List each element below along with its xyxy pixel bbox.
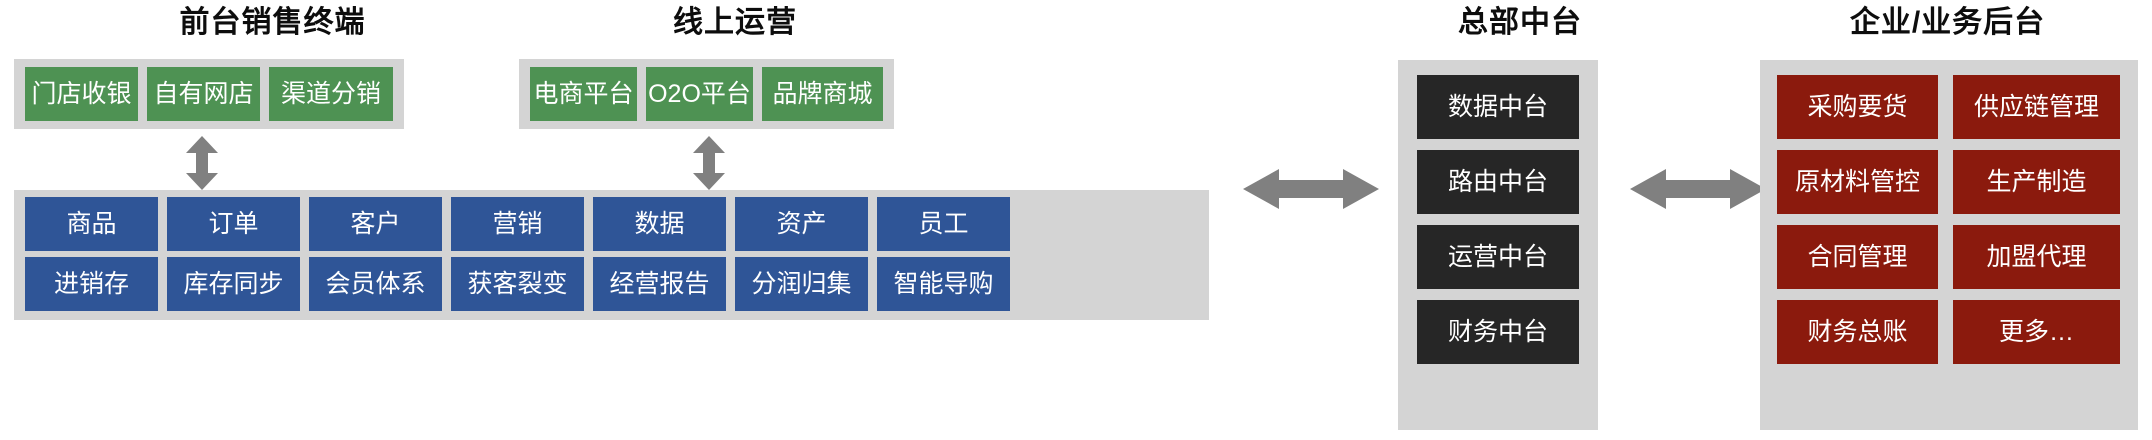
backend-tile-yuancailiao-guankong[interactable]: 原材料管控: [1777, 150, 1938, 214]
backend-tile-hetong-guanli[interactable]: 合同管理: [1777, 225, 1938, 289]
channel-tile-dianshang-pingtai[interactable]: 电商平台: [530, 67, 637, 121]
channel-tile-mendian-shouyin[interactable]: 门店收银: [25, 67, 138, 121]
channel-tile-ziyou-wangdian[interactable]: 自有网店: [147, 67, 260, 121]
capability-tile-yingxiao[interactable]: 营销: [451, 197, 584, 251]
capability-tile-zichan[interactable]: 资产: [735, 197, 868, 251]
capability-tile-yuangong[interactable]: 员工: [877, 197, 1010, 251]
backend-tile-caiwu-zongzhang[interactable]: 财务总账: [1777, 300, 1938, 364]
capability-tile-huoke-liebian[interactable]: 获客裂变: [451, 257, 584, 311]
capability-tile-kehu[interactable]: 客户: [309, 197, 442, 251]
capability-tile-fenrun-guiji[interactable]: 分润归集: [735, 257, 868, 311]
hq-tile-yunying-zhongtai[interactable]: 运营中台: [1417, 225, 1579, 289]
hq-tile-luyou-zhongtai[interactable]: 路由中台: [1417, 150, 1579, 214]
capability-tile-shuju[interactable]: 数据: [593, 197, 726, 251]
channel-tile-o2o-pingtai[interactable]: O2O平台: [646, 67, 753, 121]
horizontal-double-arrow-hq-to-backend: [1630, 164, 1766, 214]
backend-tile-gongyinglian-guanli[interactable]: 供应链管理: [1953, 75, 2120, 139]
backend-tile-gengduo[interactable]: 更多…: [1953, 300, 2120, 364]
capability-tile-zhineng-daogou[interactable]: 智能导购: [877, 257, 1010, 311]
backend-tile-caigou-yaohuo[interactable]: 采购要货: [1777, 75, 1938, 139]
vertical-double-arrow-front-to-capabilities: [185, 136, 219, 190]
hq-tile-caiwu-zhongtai[interactable]: 财务中台: [1417, 300, 1579, 364]
capability-tile-jingying-baogao[interactable]: 经营报告: [593, 257, 726, 311]
channel-tile-qudao-fenxiao[interactable]: 渠道分销: [269, 67, 393, 121]
capability-tile-dingdan[interactable]: 订单: [167, 197, 300, 251]
section-title-enterprise-backend: 企业/业务后台: [1849, 6, 2046, 39]
section-title-front-sales: 前台销售终端: [179, 6, 366, 39]
capability-tile-shangpin[interactable]: 商品: [25, 197, 158, 251]
section-title-hq-middle: 总部中台: [1458, 6, 1582, 39]
hq-tile-shuju-zhongtai[interactable]: 数据中台: [1417, 75, 1579, 139]
capability-tile-huiyuan-tixi[interactable]: 会员体系: [309, 257, 442, 311]
backend-tile-jiameng-daili[interactable]: 加盟代理: [1953, 225, 2120, 289]
vertical-double-arrow-online-to-capabilities: [692, 136, 726, 190]
capability-tile-kucun-tongbu[interactable]: 库存同步: [167, 257, 300, 311]
capability-tile-jinxiaocun[interactable]: 进销存: [25, 257, 158, 311]
horizontal-double-arrow-capabilities-to-hq: [1243, 164, 1379, 214]
channel-tile-pinpai-shangcheng[interactable]: 品牌商城: [762, 67, 883, 121]
section-title-online-ops: 线上运营: [673, 6, 797, 39]
backend-tile-shengchan-zhizao[interactable]: 生产制造: [1953, 150, 2120, 214]
